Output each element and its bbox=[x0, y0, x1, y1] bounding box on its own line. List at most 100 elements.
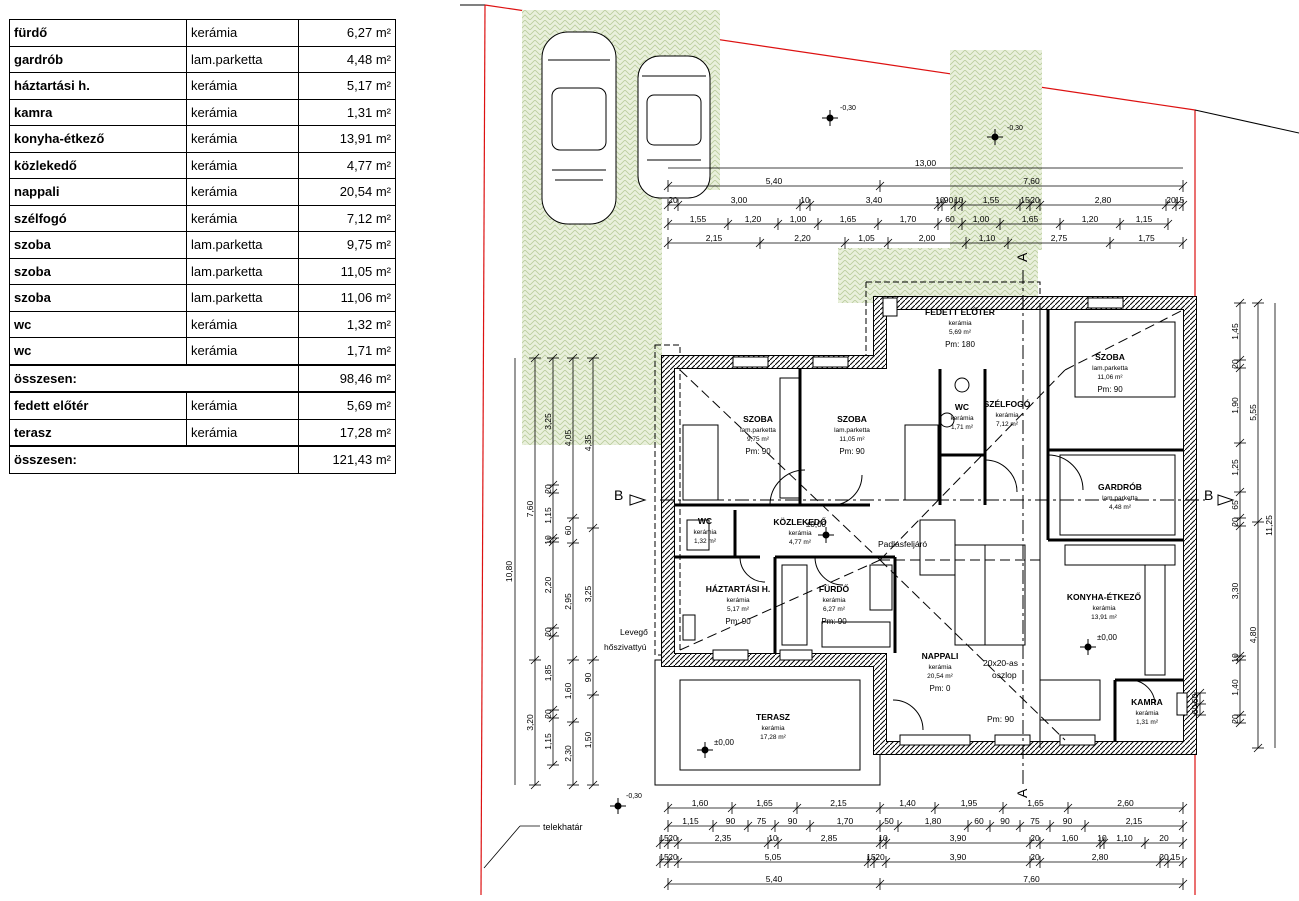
terrace-outline bbox=[654, 659, 881, 786]
floor-type: lam.parketta bbox=[186, 257, 299, 285]
floor-type: kerámia bbox=[186, 337, 299, 365]
dimension-label: 7,60 bbox=[1023, 176, 1040, 186]
dimension-label: 2,20 bbox=[543, 576, 553, 593]
heat-pump-label-2: hőszivattyú bbox=[604, 642, 647, 652]
section-a-top: A bbox=[1014, 252, 1030, 262]
dimension-label: 10 bbox=[878, 833, 888, 843]
room-label: SZÉLFOGÓ bbox=[984, 398, 1031, 409]
column-label-1: 20x20-as bbox=[983, 658, 1018, 668]
dimension-label: 3,00 bbox=[731, 195, 748, 205]
room-label: SZOBA bbox=[837, 414, 867, 424]
dimension-label: 1,00 bbox=[790, 214, 807, 224]
room-label: WC bbox=[955, 402, 969, 412]
floor-type: kerámia bbox=[186, 98, 299, 126]
dimension-label: 1,40 bbox=[899, 798, 916, 808]
dimension-label: 20 bbox=[668, 195, 678, 205]
total-label: összesen: bbox=[9, 363, 299, 393]
dimension-label: 3,30 bbox=[1230, 582, 1240, 599]
dimension-label: 1,00 bbox=[973, 214, 990, 224]
dimension-label: 1,50 bbox=[583, 731, 593, 748]
dimension-label: 1,25 bbox=[1230, 459, 1240, 476]
room-name: konyha-étkező bbox=[9, 125, 187, 153]
dimension-label: 10 bbox=[768, 833, 778, 843]
dimension-label: 5,55 bbox=[1248, 404, 1258, 421]
room-floor: kerámia bbox=[761, 725, 785, 732]
dimension-label: 1,15 bbox=[682, 816, 699, 826]
dimension-label: 4,35 bbox=[583, 434, 593, 451]
room-floor: lam.parketta bbox=[740, 427, 776, 434]
room-area: 1,71 m² bbox=[298, 337, 396, 365]
dimension-label: 2,35 bbox=[715, 833, 732, 843]
floor-type: kerámia bbox=[186, 178, 299, 206]
room-area-label: 11,05 m² bbox=[839, 436, 865, 443]
room-label: SZOBA bbox=[1095, 352, 1125, 362]
room-area-label: 4,48 m² bbox=[1109, 504, 1132, 511]
room-area-label: 1,32 m² bbox=[694, 538, 717, 545]
room-name: nappali bbox=[9, 178, 187, 206]
room-floor: kerámia bbox=[950, 415, 974, 422]
section-b-left: B bbox=[614, 487, 623, 503]
level-marker-label: ±0,00 bbox=[714, 738, 735, 747]
room-pm: Pm: 0 bbox=[930, 684, 951, 693]
room-area-label: 1,31 m² bbox=[1136, 719, 1159, 726]
dimension-label: 50 bbox=[884, 816, 894, 826]
dimension-label: 10 bbox=[1230, 653, 1240, 663]
dimension-label: 20 bbox=[1030, 195, 1040, 205]
dimension-label: 1,10 bbox=[979, 233, 996, 243]
room-area: 11,05 m² bbox=[298, 257, 396, 285]
total-row: összesen:98,46 m² bbox=[9, 363, 396, 393]
dimension-label: 1,55 bbox=[690, 214, 707, 224]
dimension-label: 20 bbox=[1166, 195, 1176, 205]
dimension-label: 1,90 bbox=[1230, 397, 1240, 414]
room-pm: Pm: 90 bbox=[725, 617, 751, 626]
dimension-label: 75 bbox=[1030, 816, 1040, 826]
room-area-label: 17,28 m² bbox=[760, 734, 786, 741]
dimension-label: 90 bbox=[583, 673, 593, 683]
dimension-label: 1,40 bbox=[1230, 679, 1240, 696]
dimension-label: 2,95 bbox=[563, 593, 573, 610]
room-area: 4,48 m² bbox=[298, 45, 396, 73]
roof-lines bbox=[679, 309, 1184, 741]
dimension-label: 4,05 bbox=[563, 429, 573, 446]
level-marker-label: -0,30 bbox=[1007, 125, 1023, 132]
dimension-label: 3,20 bbox=[525, 714, 535, 731]
dimension-label: 90 bbox=[788, 816, 798, 826]
room-name: háztartási h. bbox=[9, 72, 187, 100]
room-floor: lam.parketta bbox=[1092, 365, 1128, 372]
room-label: TERASZ bbox=[756, 712, 790, 722]
dimension-label: 1,75 bbox=[1138, 233, 1155, 243]
section-lines bbox=[629, 270, 1235, 785]
room-floor: kerámia bbox=[928, 664, 952, 671]
dimension-label: 60 bbox=[1190, 694, 1200, 704]
level-marker-label: ±0,00 bbox=[806, 520, 827, 529]
dimension-label: 10 bbox=[954, 195, 964, 205]
room-label: WC bbox=[698, 516, 712, 526]
total-row: összesen:121,43 m² bbox=[9, 445, 396, 474]
level-marker-label: -0,30 bbox=[626, 793, 642, 800]
room-area-label: 5,69 m² bbox=[949, 329, 972, 336]
room-name: gardrób bbox=[9, 45, 187, 73]
room-area-label: 13,91 m² bbox=[1091, 614, 1117, 621]
dimension-label: 60 bbox=[563, 526, 573, 536]
room-label: KAMRA bbox=[1131, 697, 1163, 707]
dimension-label: 7,60 bbox=[525, 500, 535, 517]
room-pm: Pm: 90 bbox=[745, 447, 771, 456]
dimension-label: 2,80 bbox=[1095, 195, 1112, 205]
dimension-label: 2,75 bbox=[1051, 233, 1068, 243]
room-label: NAPPALI bbox=[922, 651, 959, 661]
room-area-label: 20,54 m² bbox=[927, 673, 953, 680]
dimension-label: 2,15 bbox=[706, 233, 723, 243]
room-name: terasz bbox=[9, 418, 187, 447]
dimension-label: 20 bbox=[668, 852, 678, 862]
plot-boundary-label: telekhatár bbox=[543, 822, 583, 832]
dimension-label: 2,80 bbox=[1092, 852, 1109, 862]
dimension-label: 3,90 bbox=[950, 833, 967, 843]
dimension-label: 20 bbox=[543, 627, 553, 637]
